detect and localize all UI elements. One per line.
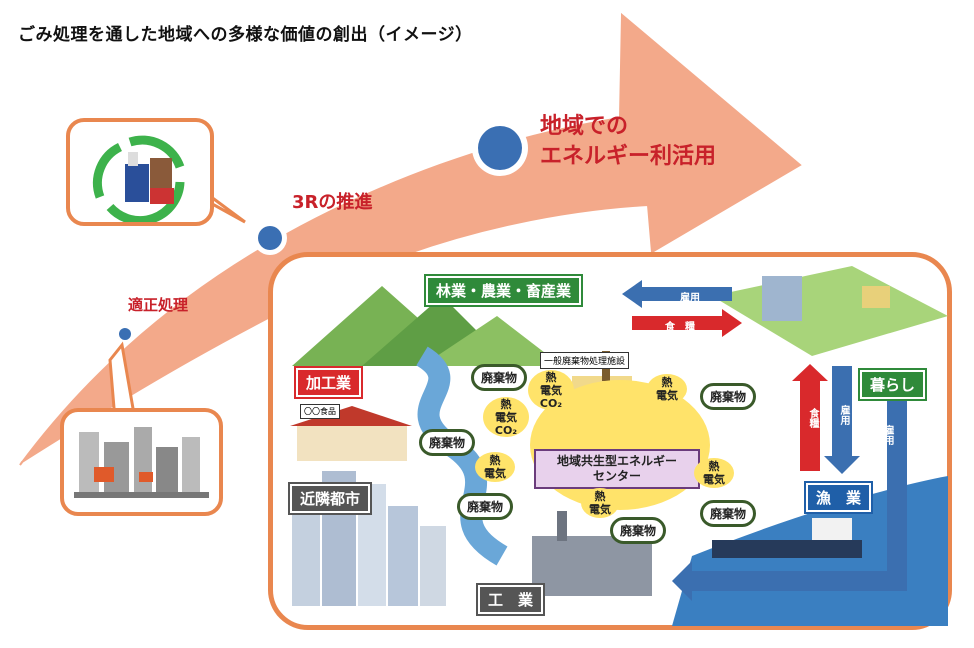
recycle-callout bbox=[66, 118, 214, 226]
food-label-vertical: 食糧 bbox=[807, 408, 818, 428]
page-title: ごみ処理を通した地域への多様な価値の創出（イメージ） bbox=[18, 25, 473, 45]
heat-electricity-industry: 熱電気 bbox=[581, 488, 619, 518]
shop-sign: 〇〇食品 bbox=[300, 404, 340, 419]
stage2-label: 3Rの推進 bbox=[292, 192, 373, 213]
plant-callout bbox=[60, 408, 223, 516]
employment-label: 雇用 bbox=[680, 293, 700, 304]
waste-pill-processing: 廃棄物 bbox=[419, 429, 476, 456]
energy-center-box: 地域共生型エネルギー センター bbox=[534, 449, 700, 489]
stage3-label-line2: エネルギー利活用 bbox=[540, 144, 717, 169]
heat-electricity-city: 熱電気 bbox=[475, 452, 515, 482]
waste-pill-living: 廃棄物 bbox=[700, 383, 757, 410]
category-neighbor-city: 近隣都市 bbox=[290, 484, 371, 513]
food-label: 食 糧 bbox=[665, 322, 695, 333]
stage2-dot bbox=[258, 226, 282, 250]
heat-electricity-living: 熱電気 bbox=[647, 374, 687, 404]
food-arrow-vertical bbox=[792, 364, 828, 471]
heat-electricity-fishery: 熱電気 bbox=[694, 458, 734, 488]
facility-label: 一般廃棄物処理施設 bbox=[540, 352, 630, 369]
employment-arrow-horizontal bbox=[622, 280, 732, 308]
waste-pill-city: 廃棄物 bbox=[457, 493, 514, 520]
food-arrow-horizontal bbox=[632, 309, 742, 337]
energy-center-line2: センター bbox=[592, 469, 641, 483]
category-forestry-agriculture: 林業・農業・畜産業 bbox=[426, 276, 582, 305]
treatment-plant-illustration bbox=[74, 427, 209, 498]
category-living: 暮らし bbox=[860, 370, 926, 399]
employment-arrow-vertical bbox=[824, 366, 860, 474]
flow-arrows bbox=[622, 280, 907, 601]
waste-pill-forestry: 廃棄物 bbox=[471, 364, 528, 391]
employment-label-vertical: 雇用 bbox=[838, 405, 849, 425]
waste-pill-fishery: 廃棄物 bbox=[700, 500, 757, 527]
category-industry: 工 業 bbox=[478, 585, 544, 614]
employment-label-long: 雇用 bbox=[882, 425, 893, 445]
stage1-dot bbox=[119, 328, 131, 340]
stage1-label: 適正処理 bbox=[128, 296, 189, 314]
stage3-dot bbox=[478, 126, 522, 170]
stage3-label-line1: 地域での bbox=[540, 114, 629, 139]
category-fishery: 漁 業 bbox=[806, 483, 872, 512]
category-processing: 加工業 bbox=[296, 368, 362, 397]
waste-pill-industry: 廃棄物 bbox=[610, 517, 667, 544]
employment-arrow-long bbox=[672, 396, 907, 601]
energy-center-line1: 地域共生型エネルギー bbox=[556, 454, 677, 468]
arrow-body bbox=[19, 12, 802, 466]
recycle-icon bbox=[92, 135, 185, 226]
